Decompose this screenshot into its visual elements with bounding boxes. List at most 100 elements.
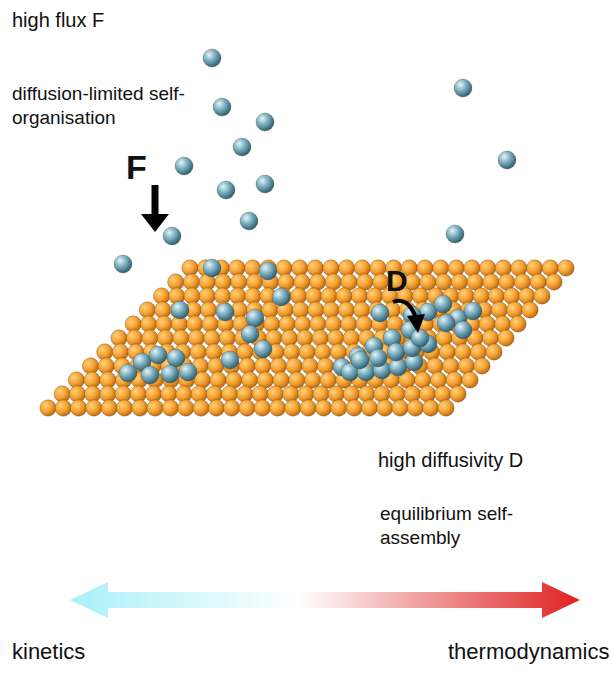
atom bbox=[330, 344, 346, 360]
atom bbox=[193, 400, 209, 416]
atom bbox=[464, 260, 480, 276]
atom bbox=[281, 330, 297, 346]
atom bbox=[338, 260, 354, 276]
axis-label: kinetics bbox=[12, 638, 212, 666]
atom bbox=[510, 316, 526, 332]
atom bbox=[427, 358, 443, 374]
atom bbox=[315, 344, 331, 360]
atom bbox=[101, 400, 117, 416]
atom bbox=[141, 366, 159, 384]
atom bbox=[323, 260, 339, 276]
atom bbox=[370, 260, 386, 276]
atom bbox=[203, 259, 221, 277]
atom bbox=[149, 346, 167, 364]
atom bbox=[254, 400, 270, 416]
atom bbox=[558, 260, 574, 276]
atom bbox=[534, 288, 550, 304]
atom bbox=[240, 212, 258, 230]
atom bbox=[256, 113, 274, 131]
atom bbox=[450, 386, 466, 402]
atom bbox=[237, 344, 253, 360]
atom bbox=[310, 316, 326, 332]
atom bbox=[206, 344, 222, 360]
regime-label: diffusion-limited self-organisation bbox=[12, 82, 202, 130]
atom bbox=[292, 302, 308, 318]
diffusivity-symbol: D bbox=[386, 262, 426, 300]
atom bbox=[356, 316, 372, 332]
atom bbox=[300, 400, 316, 416]
atom bbox=[272, 288, 290, 306]
atom bbox=[302, 358, 318, 374]
atom bbox=[343, 330, 359, 346]
atom bbox=[178, 400, 194, 416]
atom bbox=[325, 316, 341, 332]
atom bbox=[366, 288, 382, 304]
atom bbox=[307, 260, 323, 276]
atom bbox=[114, 255, 132, 273]
atom bbox=[438, 400, 454, 416]
atom bbox=[454, 321, 472, 339]
atom bbox=[299, 344, 315, 360]
atom bbox=[546, 274, 562, 290]
atom bbox=[407, 400, 423, 416]
atom bbox=[498, 151, 516, 169]
atom bbox=[404, 386, 420, 402]
atom bbox=[223, 400, 239, 416]
atom bbox=[488, 288, 504, 304]
atom bbox=[241, 325, 259, 343]
atom bbox=[55, 400, 71, 416]
atom bbox=[252, 386, 268, 402]
atom bbox=[162, 400, 178, 416]
atom bbox=[434, 295, 452, 313]
atom bbox=[411, 329, 429, 347]
atom bbox=[495, 260, 511, 276]
atom bbox=[171, 301, 189, 319]
atom bbox=[432, 260, 448, 276]
atom bbox=[346, 400, 362, 416]
atom bbox=[210, 372, 226, 388]
atom bbox=[331, 400, 347, 416]
atom bbox=[387, 343, 405, 361]
atom bbox=[86, 400, 102, 416]
atom bbox=[328, 386, 344, 402]
atom bbox=[259, 262, 277, 280]
atom bbox=[256, 175, 274, 193]
diffusivity-label: high diffusivity D bbox=[378, 448, 608, 473]
atom bbox=[473, 288, 489, 304]
atom bbox=[464, 302, 482, 320]
atom bbox=[213, 98, 231, 116]
atom bbox=[294, 316, 310, 332]
atom bbox=[417, 260, 433, 276]
atom bbox=[511, 260, 527, 276]
atom bbox=[482, 330, 498, 346]
atom bbox=[40, 400, 56, 416]
atom bbox=[298, 386, 314, 402]
atom bbox=[233, 138, 251, 156]
atom bbox=[369, 349, 387, 367]
atom bbox=[343, 386, 359, 402]
atom bbox=[255, 358, 271, 374]
atom bbox=[503, 288, 519, 304]
atom bbox=[479, 260, 495, 276]
atom bbox=[353, 302, 369, 318]
atom bbox=[442, 358, 458, 374]
atom bbox=[491, 302, 507, 318]
atom bbox=[308, 302, 324, 318]
flux-symbol: F bbox=[126, 146, 166, 189]
atom bbox=[351, 351, 369, 369]
atom bbox=[163, 227, 181, 245]
atom bbox=[254, 340, 272, 358]
atom bbox=[294, 274, 310, 290]
atom bbox=[498, 330, 514, 346]
atom bbox=[354, 260, 370, 276]
atom bbox=[179, 363, 197, 381]
atom bbox=[455, 344, 471, 360]
substrate-surface bbox=[40, 260, 574, 416]
atom bbox=[161, 365, 179, 383]
atom bbox=[282, 386, 298, 402]
atom bbox=[276, 260, 292, 276]
axis-label: thermodynamics bbox=[448, 638, 608, 666]
atom bbox=[208, 400, 224, 416]
atom bbox=[338, 302, 354, 318]
atom bbox=[323, 302, 339, 318]
